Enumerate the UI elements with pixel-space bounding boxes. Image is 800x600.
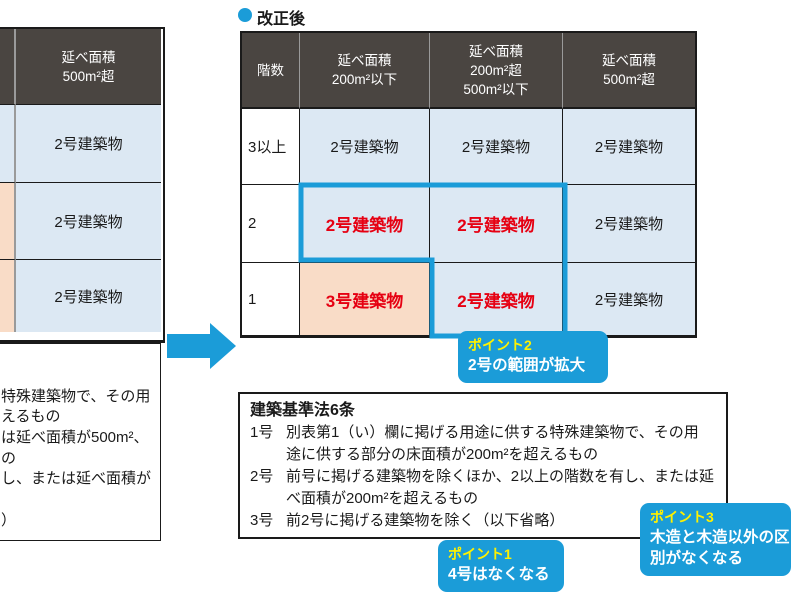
after-revision-text: 改正後 xyxy=(257,11,306,28)
point1-text: 4号はなくなる xyxy=(448,566,550,583)
header-cell-over500: 延べ面積 500m²超 xyxy=(563,33,695,109)
table-before-revision: 延べ面積 500m²超 2号建築物 2号建築物 2号建築物 xyxy=(0,27,165,343)
law-item-3: 3号 前2号に掲げる建築物を除く（以下省略） xyxy=(250,510,718,532)
law-item-1: 1号 別表第1（い）欄に掲げる用途に供する特殊建築物で、その用 途に供する部分の… xyxy=(250,422,718,466)
body-cell: 2号建築物 xyxy=(430,109,563,185)
body-cell-cutoff xyxy=(0,105,16,183)
point3-text-line1: 木造と木造以外の区 xyxy=(650,529,790,546)
header-cell-under200: 延べ面積 200m²以下 xyxy=(300,33,430,109)
law-item-2: 2号 前号に掲げる建築物を除くほか、2以上の階数を有し、または延 べ面積が200… xyxy=(250,466,718,510)
body-cell-highlighted: 2号建築物 xyxy=(430,263,563,335)
law-text-fragment: は延べ面積が500m²、 xyxy=(1,429,149,446)
body-cell: 2号建築物 xyxy=(16,260,161,332)
header-cell-floors: 階数 xyxy=(242,33,300,109)
point2-text: 2号の範囲が拡大 xyxy=(468,357,586,374)
body-cell: 2号建築物 xyxy=(563,185,695,263)
point1-badge: ポイント1 4号はなくなる xyxy=(438,540,564,592)
law-item-number: 2号 xyxy=(250,468,274,485)
law-text-fragment: えるもの xyxy=(1,408,61,425)
law-item-text: 別表第1（い）欄に掲げる用途に供する特殊建築物で、その用 途に供する部分の床面積… xyxy=(286,424,699,463)
row-label-cell: 2 xyxy=(242,185,300,263)
table-after-revision: 階数 延べ面積 200m²以下 延べ面積 200m²超 500m²以下 延べ面積… xyxy=(240,31,697,338)
body-cell: 2号建築物 xyxy=(300,109,430,185)
point3-title: ポイント3 xyxy=(650,509,714,525)
body-cell-highlighted: 2号建築物 xyxy=(300,185,430,263)
law-item-text: 前号に掲げる建築物を除くほか、2以上の階数を有し、または延 べ面積が200m²を… xyxy=(286,468,715,507)
arrow-shaft xyxy=(167,334,212,358)
point3-text-line2: 別がなくなる xyxy=(650,550,744,567)
body-cell-highlighted: 2号建築物 xyxy=(430,185,563,263)
point2-title: ポイント2 xyxy=(468,337,532,353)
arrow-right-icon xyxy=(167,323,236,369)
body-cell: 2号建築物 xyxy=(16,183,161,260)
point3-badge: ポイント3 木造と木造以外の区 別がなくなる xyxy=(640,503,791,576)
law-text-fragment: し、または延べ面積が xyxy=(1,470,152,487)
law-article6-box: 建築基準法6条 1号 別表第1（い）欄に掲げる用途に供する特殊建築物で、その用 … xyxy=(238,392,728,539)
point2-badge: ポイント2 2号の範囲が拡大 xyxy=(458,331,608,383)
law-item-number: 3号 xyxy=(250,512,274,529)
body-cell: 2号建築物 xyxy=(563,263,695,335)
law-item-number: 1号 xyxy=(250,424,274,441)
law-text-fragment: の xyxy=(1,450,17,467)
row-label-cell: 1 xyxy=(242,263,300,335)
blue-bullet-icon xyxy=(238,8,252,22)
header-cell-cutoff xyxy=(0,29,16,105)
point1-title: ポイント1 xyxy=(448,546,512,562)
body-cell-cutoff xyxy=(0,183,16,260)
body-cell: 2号建築物 xyxy=(563,109,695,185)
body-cell-cutoff xyxy=(0,260,16,332)
row-label-cell: 3以上 xyxy=(242,109,300,185)
body-cell: 2号建築物 xyxy=(16,105,161,183)
law-item-text: 前2号に掲げる建築物を除く（以下省略） xyxy=(286,512,565,529)
arrow-head xyxy=(210,323,236,369)
law-text-fragment: ） xyxy=(1,512,17,529)
law-text-fragment: 特殊建築物で、その用 xyxy=(1,388,151,405)
header-cell-over500: 延べ面積 500m²超 xyxy=(16,29,161,105)
law-box-title: 建築基準法6条 xyxy=(250,402,355,419)
header-cell-200to500: 延べ面積 200m²超 500m²以下 xyxy=(430,33,563,109)
body-cell-no3: 3号建築物 xyxy=(300,263,430,335)
law-box-before-cutoff: 特殊建築物で、その用 えるもの は延べ面積が500m²、 の し、または延べ面積… xyxy=(0,343,161,541)
